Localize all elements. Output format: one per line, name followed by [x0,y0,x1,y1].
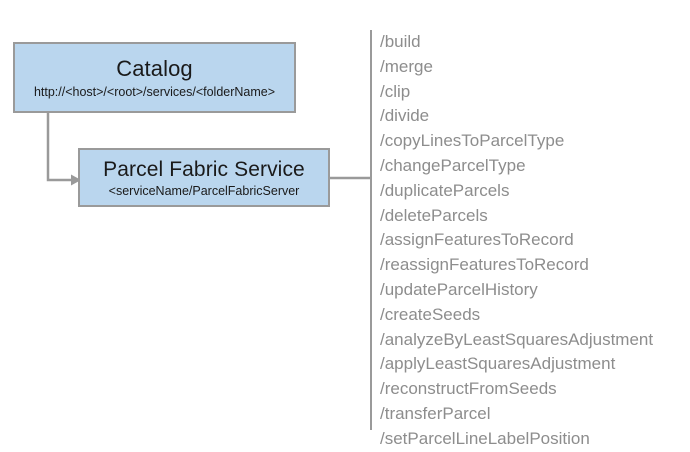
operation-item[interactable]: /deleteParcels [380,205,488,225]
operation-item[interactable]: /merge [380,56,433,76]
node-catalog[interactable]: Catalog http://<host>/<root>/services/<f… [13,42,296,113]
node-catalog-subtitle: http://<host>/<root>/services/<folderNam… [33,84,276,99]
operation-item[interactable]: /setParcelLineLabelPosition [380,428,590,448]
operation-item[interactable]: /reconstructFromSeeds [380,379,557,399]
connector-catalog-to-service [46,113,71,182]
operation-item[interactable]: /build [380,32,421,51]
operation-item[interactable]: /reassignFeaturesToRecord [380,255,589,275]
operation-item[interactable]: /copyLinesToParcelType [380,131,565,151]
operations-list: /build/merge/clip/divide/copyLinesToParc… [380,30,688,452]
node-parcel-fabric-service-title: Parcel Fabric Service [103,157,305,181]
operation-item[interactable]: /changeParcelType [380,155,526,175]
operation-item[interactable]: /clip [380,81,411,101]
node-catalog-title: Catalog [116,55,193,81]
operation-item[interactable]: /updateParcelHistory [380,279,538,299]
operation-item[interactable]: /analyzeByLeastSquaresAdjustment [380,329,654,349]
operations-panel: /build/merge/clip/divide/copyLinesToParc… [370,30,688,448]
operation-item[interactable]: /assignFeaturesToRecord [380,230,574,250]
operation-item[interactable]: /duplicateParcels [380,180,510,200]
operation-item[interactable]: /createSeeds [380,304,481,324]
node-parcel-fabric-service[interactable]: Parcel Fabric Service <serviceName/Parce… [78,148,330,207]
diagram-canvas: Catalog http://<host>/<root>/services/<f… [13,30,688,448]
operation-item[interactable]: /transferParcel [380,403,491,423]
node-parcel-fabric-service-subtitle: <serviceName/ParcelFabricServer [108,183,300,198]
operation-item[interactable]: /divide [380,106,430,126]
operation-item[interactable]: /applyLeastSquaresAdjustment [380,354,616,374]
